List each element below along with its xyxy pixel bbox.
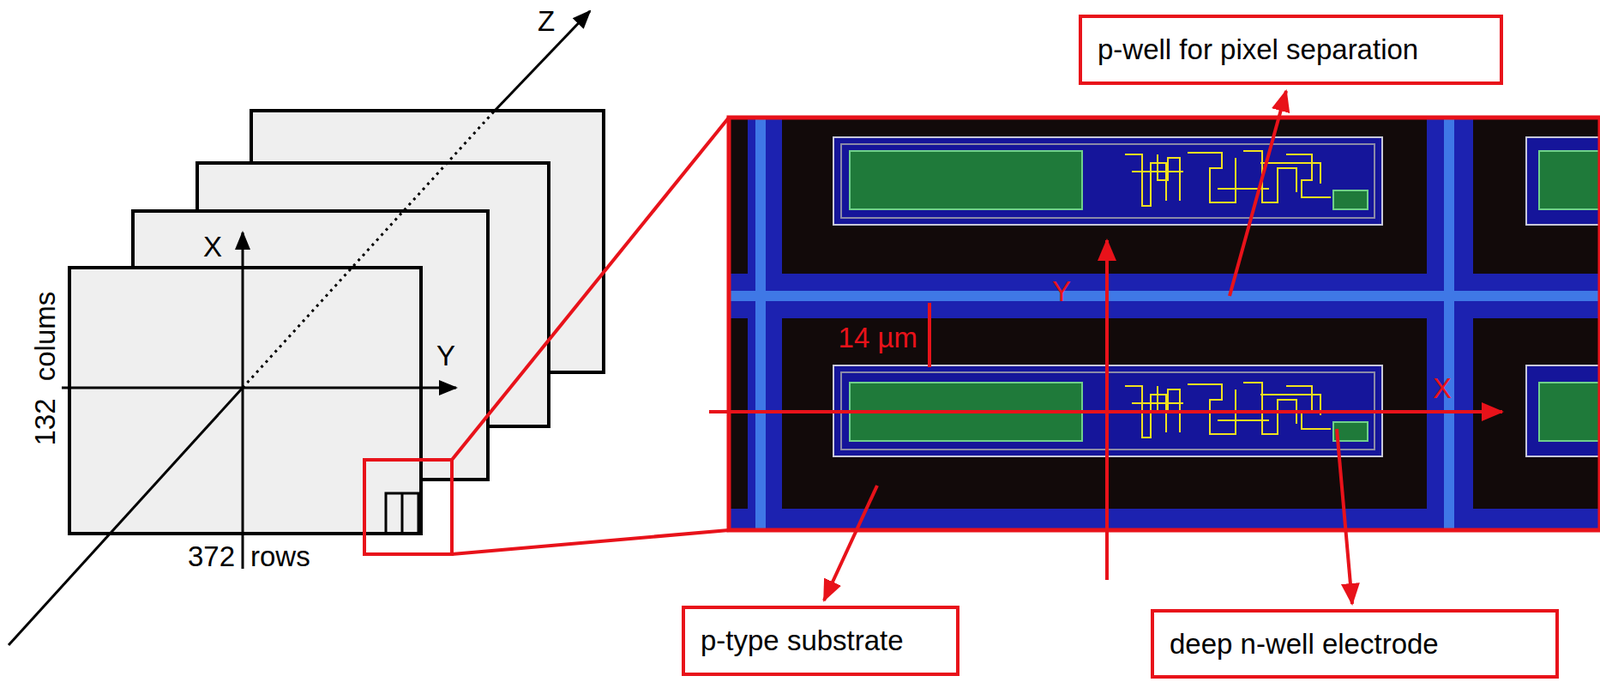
dimension-label: 14 µm	[838, 323, 918, 352]
leader-arrow	[1229, 90, 1287, 296]
dimension-count: 372	[187, 541, 235, 571]
zoom-line	[451, 117, 729, 460]
axis-label: Z	[537, 6, 555, 36]
y-axis-arrow	[1105, 240, 1109, 580]
sensor-planes	[69, 110, 604, 534]
callout-box: p-type substrate	[681, 605, 960, 676]
callout-box: p-well for pixel separation	[1078, 14, 1504, 85]
dimension-line	[927, 302, 932, 367]
zoom-line	[451, 529, 729, 554]
axis-label: X	[203, 232, 223, 261]
callout-text: p-well for pixel separation	[1097, 33, 1419, 67]
dimension-unit: rows	[250, 541, 311, 571]
pixel-marker	[385, 493, 419, 534]
dimension-unit: colums	[30, 291, 60, 382]
leader-arrow	[1336, 428, 1353, 604]
axis-label: Y	[436, 341, 456, 370]
leader-arrow	[824, 485, 878, 601]
axis-label: Y	[1052, 276, 1071, 306]
callout-box: deep n-well electrode	[1150, 608, 1559, 679]
dimension-count: 132	[30, 397, 60, 446]
layout-view	[728, 117, 1600, 530]
axis-label: X	[1432, 373, 1452, 403]
zoom-box	[364, 459, 452, 554]
callout-text: deep n-well electrode	[1169, 627, 1439, 661]
callout-text: p-type substrate	[700, 624, 904, 657]
